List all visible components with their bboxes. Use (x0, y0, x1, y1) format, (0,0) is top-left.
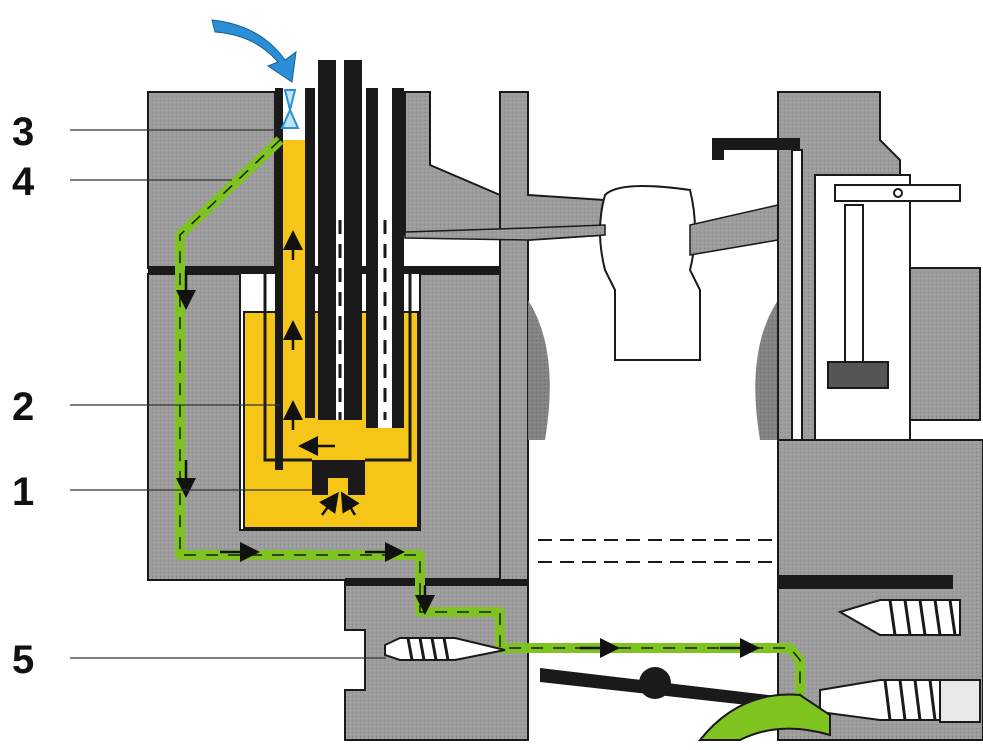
main-jet (312, 460, 365, 495)
callout-4: 4 (12, 160, 35, 204)
callout-2: 2 (12, 385, 34, 429)
throat-left-wall (499, 91, 606, 581)
base-gasket (345, 578, 528, 586)
power-valve-screw (837, 599, 961, 636)
venturi-throat (404, 91, 810, 712)
callout-leaders (70, 129, 386, 659)
idle-outlet-port (697, 693, 831, 741)
venturi-curve-right (755, 300, 778, 440)
fuel-well-column (283, 140, 305, 440)
throttle-shaft (639, 667, 671, 699)
air-bleed-channel (280, 89, 300, 129)
callout-1: 1 (12, 470, 34, 514)
pump-piston (827, 361, 889, 389)
auxiliary-venturi (599, 185, 701, 361)
idle-mixture-screw (384, 637, 506, 661)
venturi-curve-left (528, 300, 550, 440)
right-body (712, 91, 983, 741)
callout-5: 5 (12, 638, 34, 682)
flow-arrow-icon (176, 230, 760, 658)
choke-lever (712, 138, 800, 160)
idle-fuel-circuit (175, 136, 831, 741)
float-chamber-body (147, 273, 529, 581)
throttle-plate (540, 668, 810, 712)
callout-3: 3 (12, 110, 34, 154)
upper-body-block-right (404, 91, 501, 236)
air-inlet-arrow-icon (211, 19, 297, 83)
emulsion-tubes (263, 60, 412, 495)
